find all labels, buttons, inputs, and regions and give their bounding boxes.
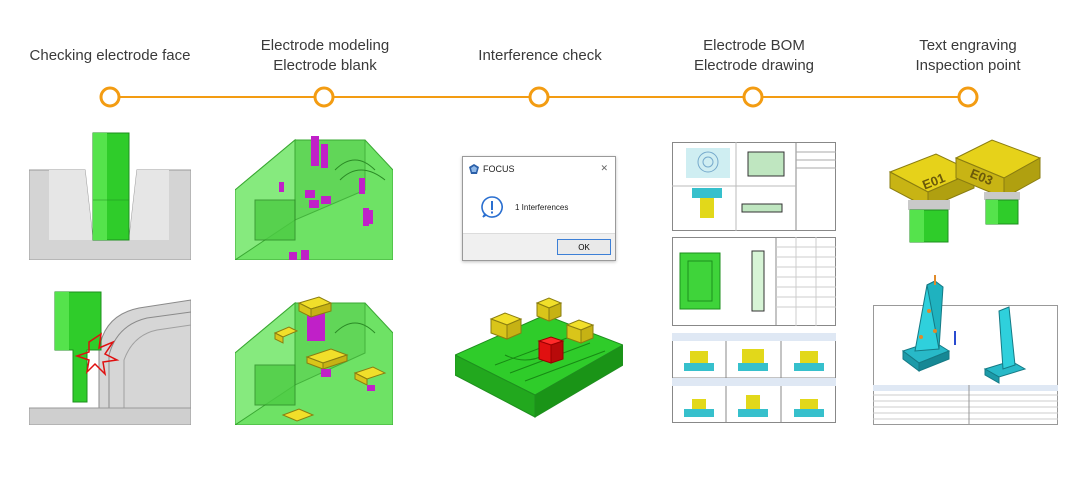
dialog-message: 1 Interferences [515, 202, 569, 212]
timeline-node-4 [742, 86, 764, 108]
ok-button[interactable]: OK [557, 239, 611, 255]
close-icon[interactable]: ✕ [600, 163, 608, 173]
step-label-electrode-bom: Electrode BOM Electrode drawing [693, 37, 815, 74]
step-label-interference-check: Interference check [478, 47, 602, 64]
interference-dialog: FOCUS ✕ 1 Interferences OK [462, 156, 616, 261]
electrode-collision-image [29, 290, 191, 425]
step-label-electrode-modeling: Electrode modeling Electrode blank [260, 37, 390, 74]
interference-model-image [455, 297, 623, 418]
dialog-body: 1 Interferences [463, 181, 615, 234]
electrode-bom-sheet [672, 333, 836, 423]
dialog-title: FOCUS [483, 164, 515, 174]
electrode-drawing-sheet-1 [672, 142, 836, 231]
info-exclamation-icon [481, 196, 503, 218]
electrode-drawing-sheet-2 [672, 237, 836, 326]
timeline-node-3 [528, 86, 550, 108]
step-label-text-engraving: Text engraving Inspection point [915, 37, 1021, 74]
dialog-titlebar: FOCUS [463, 157, 615, 181]
electrode-modeling-image [235, 136, 393, 260]
electrode-blank-image [235, 296, 393, 425]
engraved-electrodes-image: E01 E03 [888, 139, 1042, 243]
timeline-node-2 [313, 86, 335, 108]
process-timeline [99, 86, 979, 108]
electrode-face-check-image [29, 132, 191, 260]
timeline-node-5 [957, 86, 979, 108]
focus-logo-icon [469, 164, 479, 174]
timeline-node-1 [99, 86, 121, 108]
inspection-point-image [873, 275, 1058, 425]
step-label-checking-electrode-face: Checking electrode face [29, 47, 191, 64]
